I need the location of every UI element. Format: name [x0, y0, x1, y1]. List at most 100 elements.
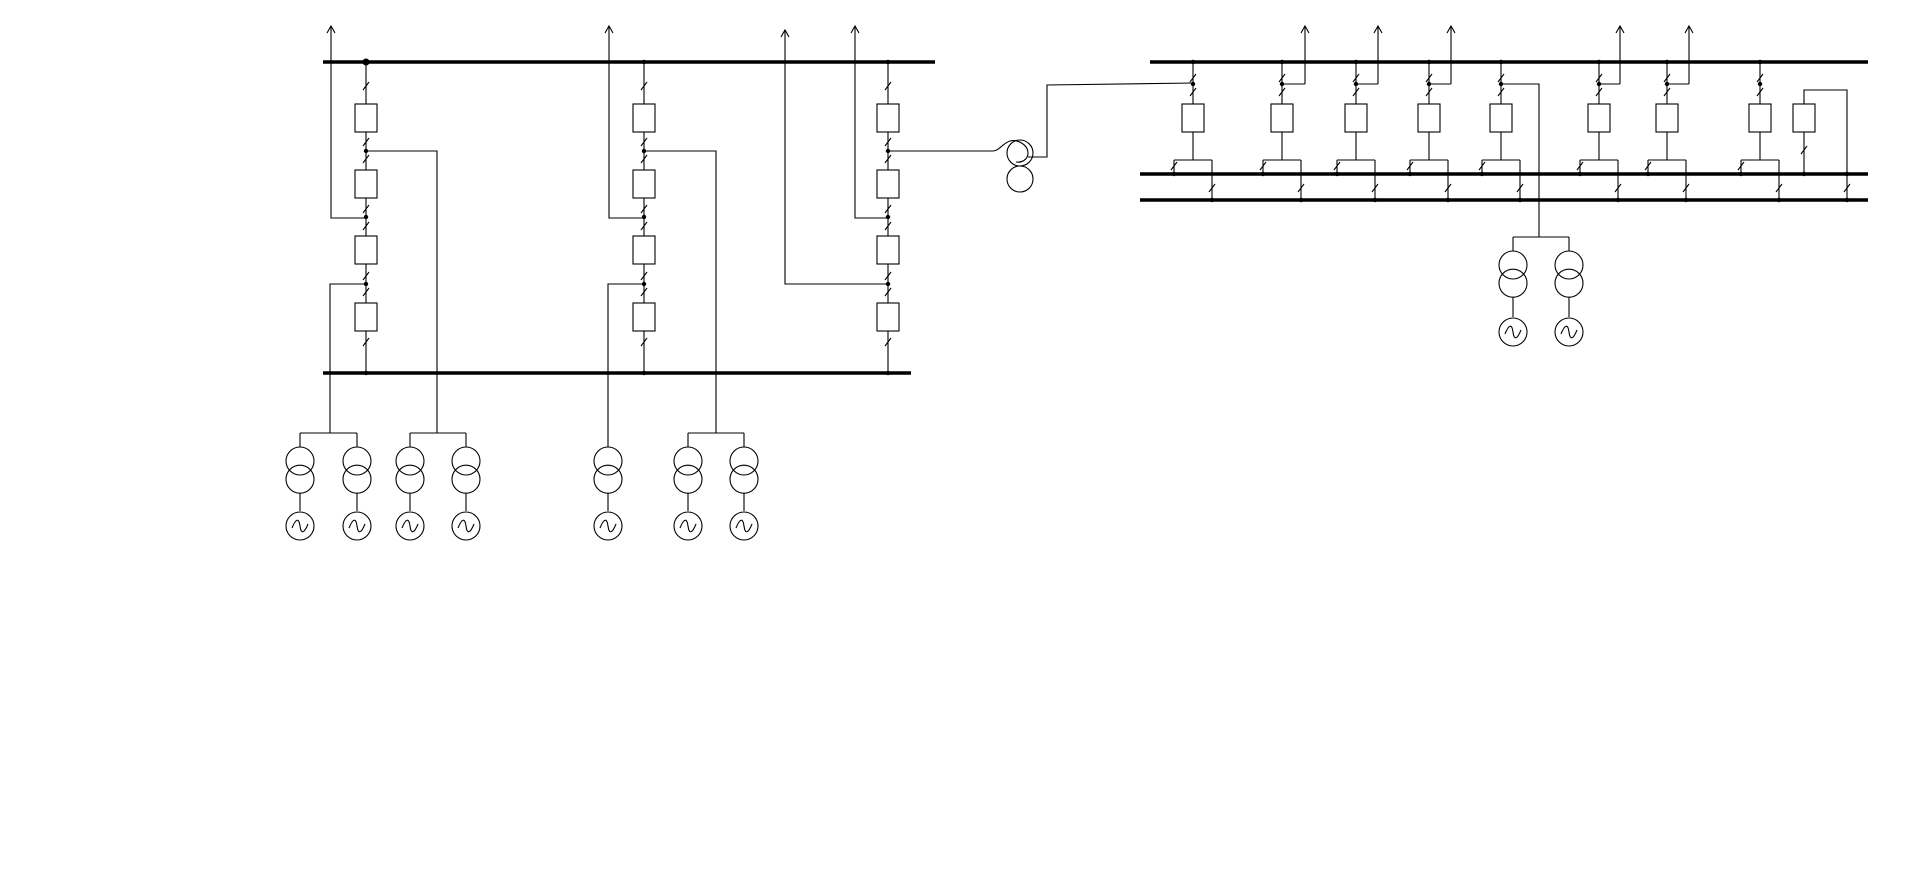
- junction-dot: [1577, 171, 1583, 177]
- transformer-icon: [395, 446, 425, 494]
- breaker-icon: [632, 235, 656, 265]
- arrow-up-icon: [850, 24, 860, 62]
- generator-circle: [673, 511, 703, 541]
- junction-dot: [1664, 59, 1670, 65]
- transformer-winding-hv: [342, 446, 372, 476]
- junction-dot: [1190, 59, 1196, 65]
- generator-icon: [1554, 317, 1584, 347]
- junction-dot: [1645, 171, 1651, 177]
- junction-dot: [1517, 197, 1523, 203]
- disconnector-icon: [1614, 183, 1622, 193]
- generator-icon: [451, 511, 481, 541]
- disconnector-icon: [1595, 73, 1603, 83]
- arrow-head: [604, 24, 614, 34]
- disconnector-icon: [362, 221, 370, 231]
- breaker-icon: [1344, 103, 1368, 133]
- junction-dot: [1445, 197, 1451, 203]
- disconnector-icon: [1425, 87, 1433, 97]
- arrow-head: [1446, 24, 1456, 34]
- disconnector-icon: [362, 337, 370, 347]
- disconnector-icon: [640, 337, 648, 347]
- disconnector-icon: [1682, 183, 1690, 193]
- junction-dot: [641, 214, 647, 220]
- generator-icon: [285, 511, 315, 541]
- disconnector-icon: [1208, 183, 1216, 193]
- disconnector-icon: [1756, 73, 1764, 83]
- breaker-icon: [876, 235, 900, 265]
- generator-icon: [593, 511, 623, 541]
- transformer-winding-hv: [729, 446, 759, 476]
- junction-dot: [1498, 59, 1504, 65]
- disconnector-icon: [1644, 161, 1652, 171]
- junction-dot: [1426, 59, 1432, 65]
- disconnector-icon: [640, 137, 648, 147]
- disconnector-icon: [884, 137, 892, 147]
- disconnector-icon: [1371, 183, 1379, 193]
- disconnector-icon: [1278, 73, 1286, 83]
- breaker-icon: [354, 302, 378, 332]
- arrow-head: [1300, 24, 1310, 34]
- transformer-winding-lv: [342, 464, 372, 494]
- breaker-icon: [1489, 103, 1513, 133]
- disconnector-icon: [884, 154, 892, 164]
- junction-dot: [1596, 59, 1602, 65]
- junction-dot: [1209, 197, 1215, 203]
- transformer-winding-hv: [1498, 250, 1528, 280]
- arrow-up-icon: [1684, 24, 1694, 84]
- disconnector-icon: [1170, 161, 1178, 171]
- disconnector-icon: [1297, 183, 1305, 193]
- transformer-winding-lv: [395, 464, 425, 494]
- sine-wave: [457, 519, 475, 533]
- breaker-icon: [1655, 103, 1679, 133]
- transformer-icon: [1554, 250, 1584, 298]
- connection-line: [854, 62, 888, 219]
- disconnector-icon: [1756, 87, 1764, 97]
- disconnector-icon: [362, 154, 370, 164]
- transformer-winding-hv: [395, 446, 425, 476]
- transformer-winding-hv: [1554, 250, 1584, 280]
- breaker-icon: [876, 103, 900, 133]
- arrow-up-icon: [1615, 24, 1625, 84]
- connection-line: [1028, 82, 1194, 158]
- disconnector-icon: [640, 287, 648, 297]
- transformer-winding-lv: [1498, 268, 1528, 298]
- arrow-head: [1684, 24, 1694, 34]
- junction-dot: [1479, 171, 1485, 177]
- generator-circle: [729, 511, 759, 541]
- generator-icon: [673, 511, 703, 541]
- junction-dot: [1298, 197, 1304, 203]
- sine-wave: [735, 519, 753, 533]
- breaker-icon: [1417, 103, 1441, 133]
- breaker-icon: [632, 103, 656, 133]
- junction-dot: [1498, 81, 1504, 87]
- sine-wave: [348, 519, 366, 533]
- sine-wave: [291, 519, 309, 533]
- generator-circle: [1498, 317, 1528, 347]
- disconnector-icon: [1333, 161, 1341, 171]
- arrow-up-icon: [604, 24, 614, 62]
- disconnector-icon: [1843, 183, 1851, 193]
- junction-dot: [1353, 81, 1359, 87]
- junction-dot: [1683, 197, 1689, 203]
- disconnector-icon: [1595, 87, 1603, 97]
- transformer-winding-hv: [593, 446, 623, 476]
- disconnector-icon: [1352, 73, 1360, 83]
- busbars: [323, 60, 1868, 375]
- disconnector-icon: [1406, 161, 1414, 171]
- generator-circle: [342, 511, 372, 541]
- disconnector-icon: [362, 287, 370, 297]
- transformer-icon: [451, 446, 481, 494]
- junction-dot: [1279, 59, 1285, 65]
- disconnector-icon: [1259, 161, 1267, 171]
- disconnector-icon: [362, 81, 370, 91]
- junction-dot: [1260, 171, 1266, 177]
- transformer-winding-lv: [451, 464, 481, 494]
- disconnector-icon: [1663, 73, 1671, 83]
- disconnector-icon: [1737, 161, 1745, 171]
- disconnector-icon: [884, 221, 892, 231]
- disconnector-icon: [1444, 183, 1452, 193]
- junction-dot: [1596, 81, 1602, 87]
- disconnector-icon: [1478, 161, 1486, 171]
- disconnector-icon: [640, 221, 648, 231]
- arrow-up-icon: [326, 24, 336, 62]
